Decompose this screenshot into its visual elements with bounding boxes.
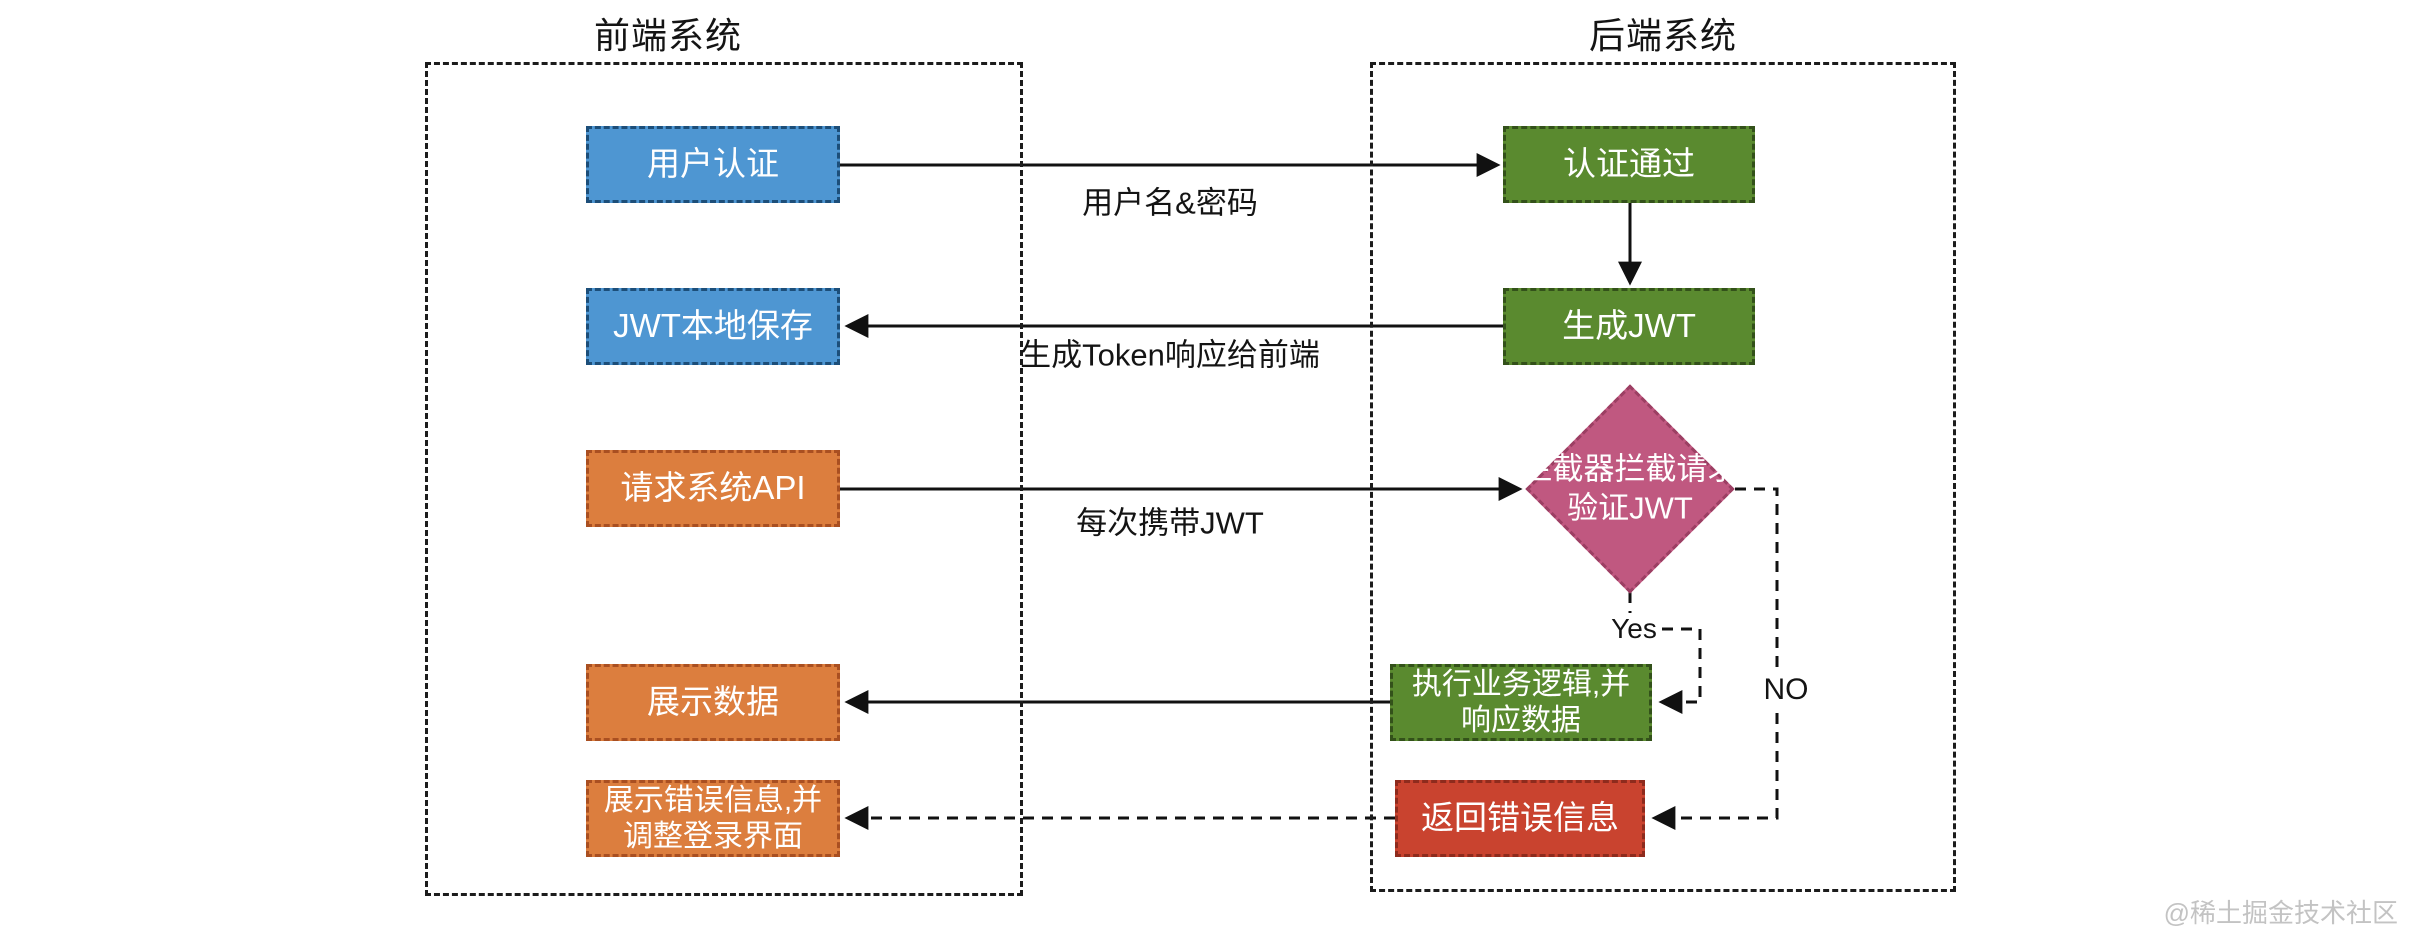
node-user-auth: 用户认证 bbox=[586, 126, 840, 203]
edge-label-token-response: 生成Token响应给前端 bbox=[1020, 337, 1320, 373]
node-jwt-save-label: JWT本地保存 bbox=[613, 307, 813, 345]
node-gen-jwt: 生成JWT bbox=[1503, 288, 1755, 365]
node-exec-logic: 执行业务逻辑,并 响应数据 bbox=[1390, 664, 1652, 741]
node-return-error-label: 返回错误信息 bbox=[1421, 799, 1619, 837]
node-show-data: 展示数据 bbox=[586, 664, 840, 741]
node-exec-logic-label: 执行业务逻辑,并 响应数据 bbox=[1411, 668, 1631, 737]
node-show-data-label: 展示数据 bbox=[647, 683, 779, 721]
node-show-error: 展示错误信息,并 调整登录界面 bbox=[586, 780, 840, 857]
frontend-container bbox=[425, 62, 1023, 896]
branch-label-yes: Yes bbox=[1607, 613, 1661, 645]
node-request-api: 请求系统API bbox=[586, 450, 840, 527]
node-request-api-label: 请求系统API bbox=[620, 469, 806, 507]
node-show-error-label: 展示错误信息,并 调整登录界面 bbox=[603, 784, 823, 853]
frontend-title: 前端系统 bbox=[593, 15, 743, 56]
edge-label-carry-jwt: 每次携带JWT bbox=[1076, 505, 1264, 541]
node-jwt-save: JWT本地保存 bbox=[586, 288, 840, 365]
node-return-error: 返回错误信息 bbox=[1395, 780, 1645, 857]
watermark: @稀土掘金技术社区 bbox=[2163, 898, 2398, 928]
backend-title: 后端系统 bbox=[1588, 15, 1738, 56]
node-auth-pass-label: 认证通过 bbox=[1563, 145, 1695, 183]
backend-container bbox=[1370, 62, 1956, 892]
node-user-auth-label: 用户认证 bbox=[647, 145, 779, 183]
node-auth-pass: 认证通过 bbox=[1503, 126, 1755, 203]
branch-label-no: NO bbox=[1759, 673, 1813, 707]
node-gen-jwt-label: 生成JWT bbox=[1562, 307, 1696, 345]
node-interceptor-label: 拦截器拦截请求 验证JWT bbox=[1521, 451, 1739, 525]
edge-label-username-password: 用户名&密码 bbox=[1082, 185, 1258, 221]
